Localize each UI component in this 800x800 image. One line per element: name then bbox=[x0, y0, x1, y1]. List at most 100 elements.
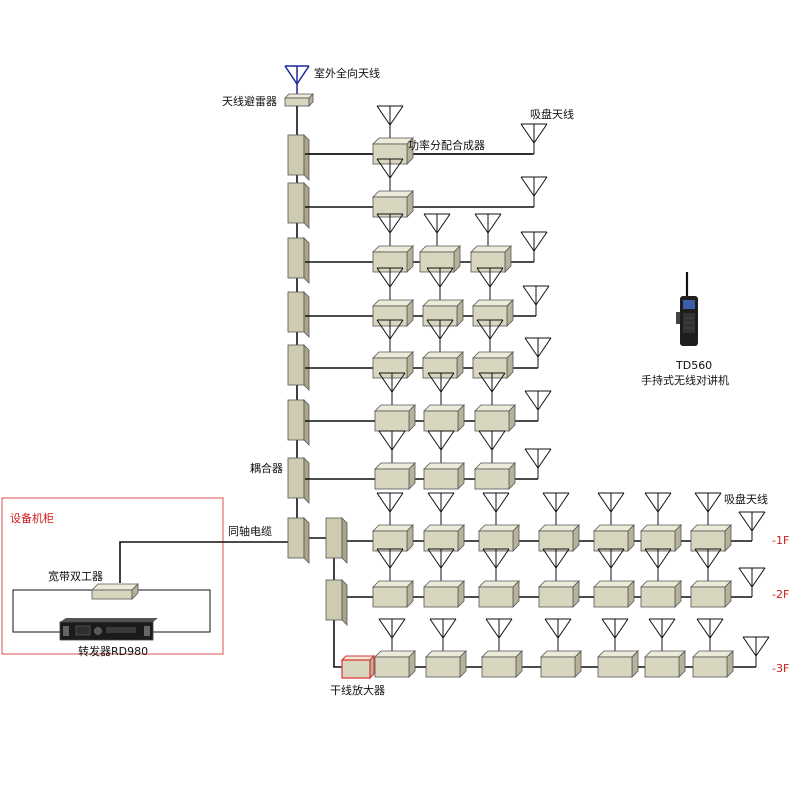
distribution-row bbox=[305, 372, 552, 432]
antenna-icon bbox=[542, 492, 570, 521]
antenna-icon bbox=[694, 492, 722, 521]
antenna-icon bbox=[524, 337, 552, 366]
floor-label-2: -2F bbox=[772, 588, 789, 601]
splitter-box-icon bbox=[690, 580, 732, 608]
antenna-icon bbox=[520, 123, 548, 152]
antenna-icon bbox=[544, 618, 572, 647]
splitter-box-icon bbox=[423, 580, 465, 608]
distribution-rows bbox=[305, 105, 770, 678]
lightning-arrester-icon bbox=[284, 93, 314, 107]
coax-cable-label: 同轴电缆 bbox=[228, 524, 272, 538]
antenna-icon bbox=[520, 176, 548, 205]
coupler-icon bbox=[287, 517, 310, 564]
distribution-row bbox=[305, 430, 552, 490]
antenna-icon bbox=[648, 618, 676, 647]
splitter-box-icon bbox=[425, 650, 467, 678]
splitter-box-icon bbox=[423, 462, 465, 490]
splitter-box-icon bbox=[640, 580, 682, 608]
splitter-box-icon bbox=[474, 404, 516, 432]
antenna-icon bbox=[738, 567, 766, 596]
antenna-icon bbox=[522, 285, 550, 314]
splitter-box-icon bbox=[372, 580, 414, 608]
antenna-icon bbox=[376, 492, 404, 521]
splitter-box-icon bbox=[374, 462, 416, 490]
trunk-amplifier-icon bbox=[340, 654, 376, 680]
radio-desc-label: 手持式无线对讲机 bbox=[641, 373, 729, 387]
splitter-box-icon bbox=[597, 650, 639, 678]
coupler-icon bbox=[287, 399, 310, 446]
splitter-box-icon bbox=[640, 524, 682, 552]
distribution-row bbox=[305, 105, 548, 165]
splitter-label: 功率分配合成器 bbox=[408, 138, 485, 152]
splitter-box-icon bbox=[540, 650, 582, 678]
ceiling-antenna-label-top: 吸盘天线 bbox=[530, 107, 574, 121]
distribution-row bbox=[342, 492, 766, 552]
distribution-row bbox=[305, 267, 550, 327]
antenna-icon bbox=[376, 105, 404, 134]
antenna-icon bbox=[742, 636, 770, 665]
coupler-icon bbox=[287, 237, 310, 284]
cabinet-title: 设备机柜 bbox=[10, 511, 54, 525]
basement-coupler-1 bbox=[325, 517, 348, 564]
coupler-stack bbox=[287, 134, 310, 564]
splitter-box-icon bbox=[478, 524, 520, 552]
antenna-icon bbox=[597, 492, 625, 521]
basement-coupler-2 bbox=[325, 579, 348, 626]
lightning-arrester-label: 天线避雷器 bbox=[222, 94, 277, 108]
antenna-icon bbox=[427, 548, 455, 577]
distribution-row bbox=[370, 618, 770, 678]
floor-label-3: -3F bbox=[772, 662, 789, 675]
duplexer-icon bbox=[91, 583, 139, 600]
antenna-icon bbox=[644, 492, 672, 521]
outdoor-antenna-icon bbox=[284, 65, 310, 96]
walkie-talkie-icon bbox=[676, 272, 698, 346]
antenna-icon bbox=[376, 548, 404, 577]
antenna-icon bbox=[423, 213, 451, 242]
splitter-box-icon bbox=[474, 462, 516, 490]
coupler-icon bbox=[287, 291, 310, 338]
coupler-label: 耦合器 bbox=[250, 461, 283, 475]
antenna-icon bbox=[696, 618, 724, 647]
coupler-icon bbox=[287, 134, 310, 181]
repeater-icon bbox=[59, 618, 158, 641]
antenna-icon bbox=[482, 548, 510, 577]
distribution-row bbox=[342, 548, 766, 608]
splitter-box-icon bbox=[423, 524, 465, 552]
trunk-amplifier-label: 干线放大器 bbox=[330, 683, 385, 697]
radio-model-label: TD560 bbox=[675, 359, 712, 372]
splitter-box-icon bbox=[593, 580, 635, 608]
splitter-box-icon bbox=[692, 650, 734, 678]
distribution-row bbox=[305, 213, 548, 273]
distribution-row bbox=[305, 158, 548, 218]
antenna-icon bbox=[427, 492, 455, 521]
splitter-box-icon bbox=[372, 137, 414, 165]
distribution-row bbox=[305, 319, 552, 379]
splitter-box-icon bbox=[372, 190, 414, 218]
antenna-icon bbox=[524, 390, 552, 419]
antenna-icon bbox=[644, 548, 672, 577]
splitter-box-icon bbox=[644, 650, 686, 678]
antenna-icon bbox=[601, 618, 629, 647]
antenna-icon bbox=[520, 231, 548, 260]
splitter-box-icon bbox=[374, 404, 416, 432]
antenna-icon bbox=[738, 511, 766, 540]
splitter-box-icon bbox=[538, 524, 580, 552]
splitter-box-icon bbox=[472, 351, 514, 379]
antenna-icon bbox=[524, 448, 552, 477]
splitter-box-icon bbox=[538, 580, 580, 608]
antenna-icon bbox=[478, 430, 506, 459]
floor-label-1: -1F bbox=[772, 534, 789, 547]
repeater-label: 转发器RD980 bbox=[78, 644, 148, 658]
duplexer-label: 宽带双工器 bbox=[48, 569, 103, 583]
antenna-icon bbox=[378, 430, 406, 459]
splitter-box-icon bbox=[593, 524, 635, 552]
splitter-box-icon bbox=[478, 580, 520, 608]
outdoor-antenna-label: 室外全向天线 bbox=[314, 66, 380, 80]
splitter-box-icon bbox=[690, 524, 732, 552]
splitter-box-icon bbox=[374, 650, 416, 678]
antenna-icon bbox=[542, 548, 570, 577]
antenna-icon bbox=[378, 618, 406, 647]
antenna-icon bbox=[429, 618, 457, 647]
antenna-icon bbox=[427, 430, 455, 459]
